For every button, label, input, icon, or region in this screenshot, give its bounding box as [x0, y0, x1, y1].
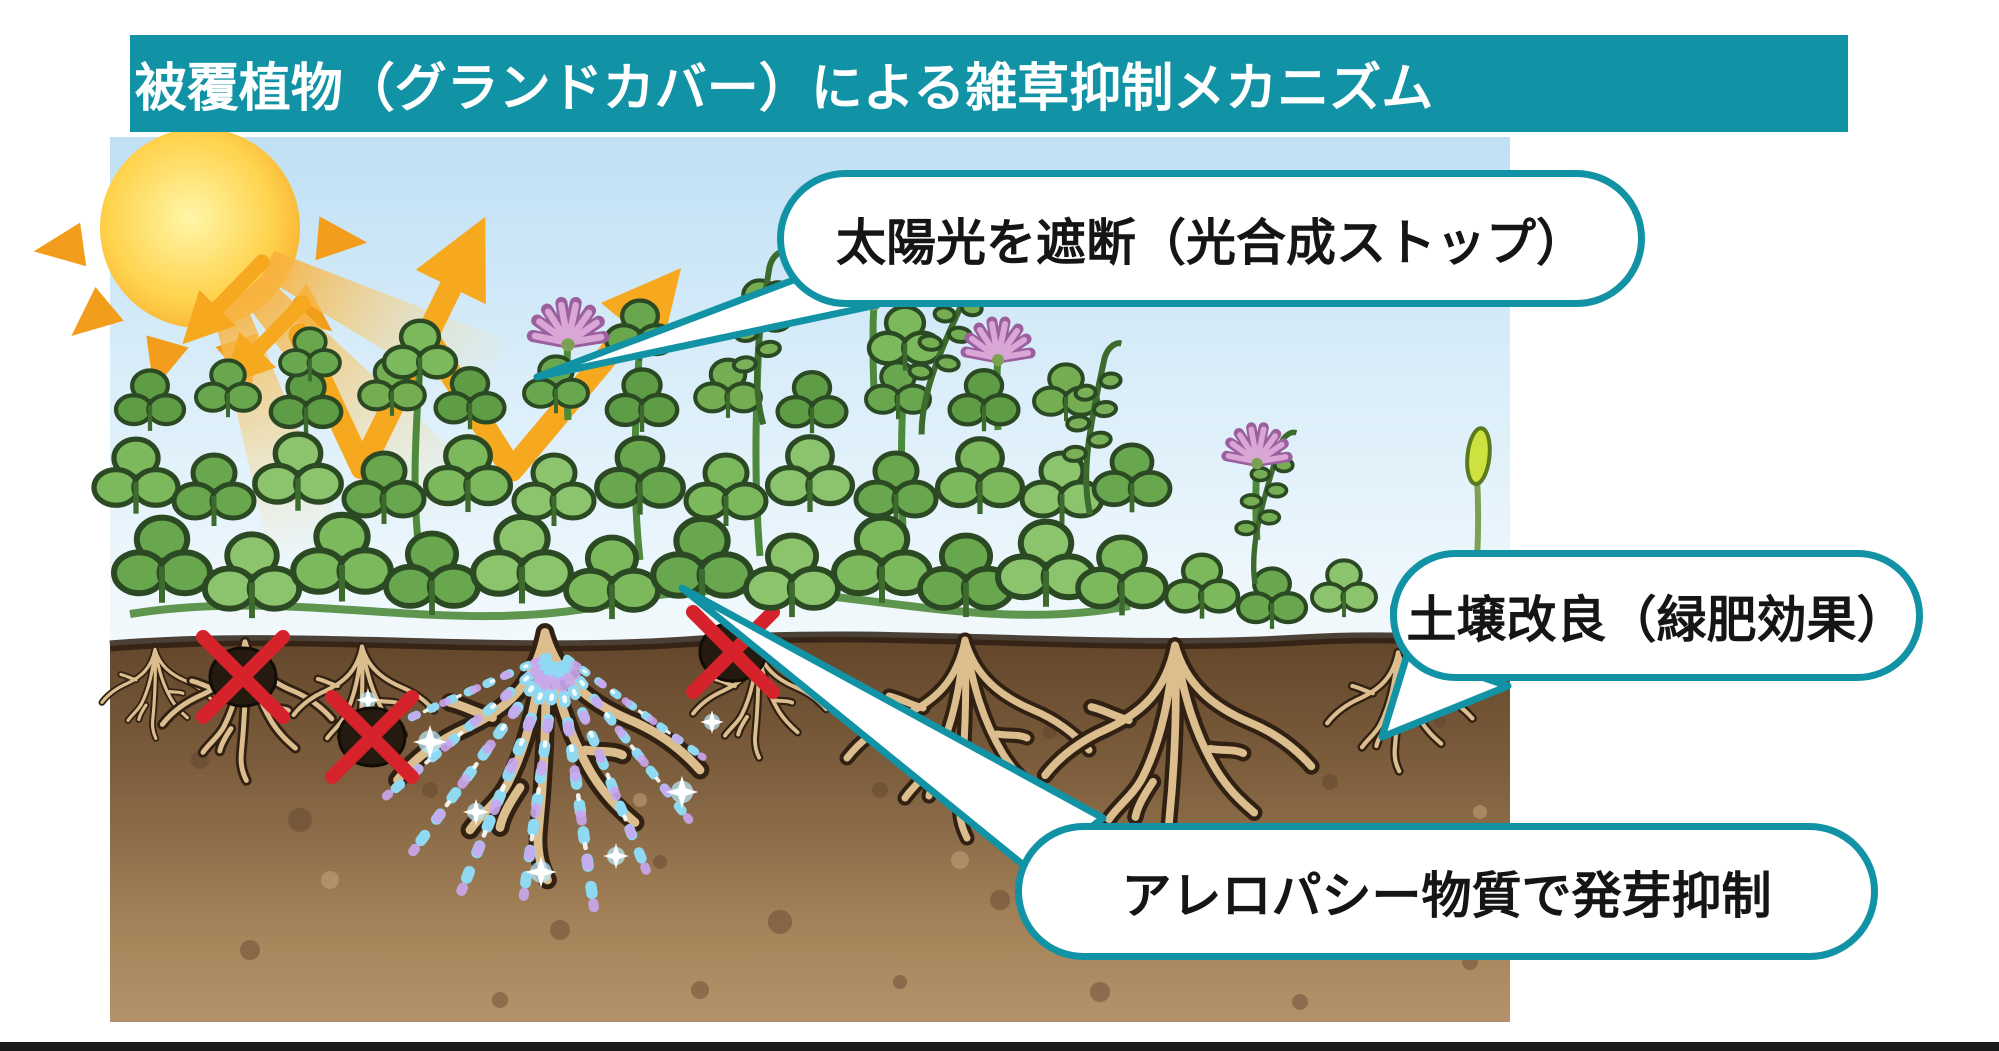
incoming-light-arrow-icon: [182, 254, 270, 345]
seed-crossed-out-icon: [203, 637, 283, 717]
callout-allelopathy: アレロパシー物質で発芽抑制: [1015, 823, 1878, 960]
incoming-light-arrow-icon: [222, 295, 311, 387]
seed-crossed-out-icon: [332, 697, 412, 777]
grass-spike-icon: [1465, 426, 1492, 561]
page-title: 被覆植物（グランドカバー）による雑草抑制メカニズム: [134, 60, 1434, 118]
title-banner: 被覆植物（グランドカバー）による雑草抑制メカニズム: [130, 35, 1848, 132]
callout-soil-improvement-label: 土壌改良（緑肥効果）: [1406, 591, 1907, 648]
callout-sunlight-block: 太陽光を遮断（光合成ストップ）: [777, 170, 1645, 307]
bottom-border-strip: [0, 1042, 1999, 1051]
callout-soil-improvement: 土壌改良（緑肥効果）: [1390, 550, 1923, 681]
callout-sunlight-block-label: 太陽光を遮断（光合成ストップ）: [836, 214, 1586, 271]
callout-allelopathy-label: アレロパシー物質で発芽抑制: [1121, 867, 1772, 924]
